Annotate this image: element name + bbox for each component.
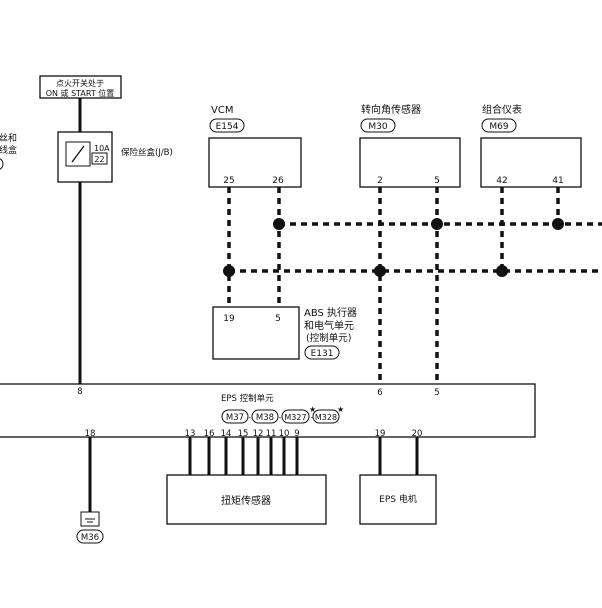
eps-star-icon: ★ [337,405,344,414]
eps-connector-separator: - [279,413,282,422]
vcm-box [208,137,302,188]
abs-connector-badge [304,345,340,360]
eps-connector-badge [221,409,249,424]
eps-torque-pin: 12 [253,429,264,439]
ignition-label-2: ON 或 START 位置 [46,88,115,98]
eps-connector-m37: M37 [226,413,244,423]
torque-sensor-box [166,474,327,525]
eps-pin-5: 5 [434,388,439,398]
steering-sensor-connector: M30 [368,122,387,132]
steering-sensor-box [359,137,461,188]
abs-connector: E131 [311,349,334,359]
splice-dot [223,265,235,277]
eps-torque-pin: 11 [266,429,277,439]
ground-connector: M36 [81,533,99,543]
fuse-box-label: 保险丝盒(J/B) [121,147,173,158]
eps-motor-box [359,474,437,525]
abs-label-3: (控制单元) [306,332,351,344]
eps-motor-label: EPS 电机 [379,493,417,505]
splice-dot [552,218,564,230]
abs-pin-5: 5 [275,314,281,324]
eps-connector-badge [312,409,340,424]
steering-sensor-pin-2: 2 [377,176,383,186]
steering-sensor-pin-5: 5 [434,176,440,186]
meter-title: 组合仪表 [482,103,522,116]
torque-sensor-label: 扭矩传感器 [221,494,271,507]
eps-torque-pin: 9 [294,429,299,439]
left-cut-label-1: 丝和 [0,132,17,144]
meter-connector: M69 [489,122,508,132]
abs-label-1: ABS 执行器 [304,306,357,319]
eps-torque-pin: 15 [238,429,249,439]
eps-star-icon: ★ [309,405,316,414]
fuse-number-box [91,152,108,165]
steering-sensor-connector-badge [360,118,396,133]
ignition-label-1: 点火开关处于 [56,78,104,88]
eps-connector-separator: - [249,413,252,422]
eps-motor-pin: 19 [375,429,386,439]
eps-pin-6: 6 [377,388,382,398]
splice-dot [273,218,285,230]
eps-connector-m327: M327 [284,413,306,422]
eps-title: EPS 控制单元 [221,393,274,404]
splice-dot [431,218,443,230]
eps-torque-pin: 10 [279,429,290,439]
splice-dot [496,265,508,277]
eps-connector-m38: M38 [256,413,274,423]
left-cut-label-2: 线盒 [0,144,17,156]
ground-connector-badge [76,529,104,544]
eps-torque-pin: 16 [204,429,215,439]
eps-connector-m328: M328 [315,413,337,422]
abs-pin-19: 19 [223,314,235,324]
eps-pin-18: 18 [85,429,96,439]
vcm-pin-26: 26 [272,176,284,186]
splice-dot [374,265,386,277]
eps-connector-separator: - [311,413,314,422]
fuse-amp: 10A [94,144,110,153]
vcm-pin-25: 25 [223,176,234,186]
vcm-connector-badge [209,118,245,133]
steering-sensor-title: 转向角传感器 [361,103,421,116]
vcm-title: VCM [211,105,233,116]
meter-pin-41: 41 [552,176,563,186]
meter-box [480,137,582,188]
abs-box [212,306,300,360]
eps-connector-badge [281,409,310,424]
left-cut-connector-badge [0,158,4,170]
eps-pin-8: 8 [77,387,82,397]
fuse-icon-slash [71,145,85,163]
fuse-number: 22 [94,155,104,164]
meter-connector-badge [481,118,517,133]
vcm-connector: E154 [216,122,239,132]
eps-torque-pin: 14 [221,429,232,439]
eps-motor-pin: 20 [412,429,423,439]
eps-torque-pin: 13 [185,429,196,439]
meter-pin-42: 42 [496,176,507,186]
eps-connector-badge [251,409,279,424]
abs-label-2: 和电气单元 [304,319,354,332]
